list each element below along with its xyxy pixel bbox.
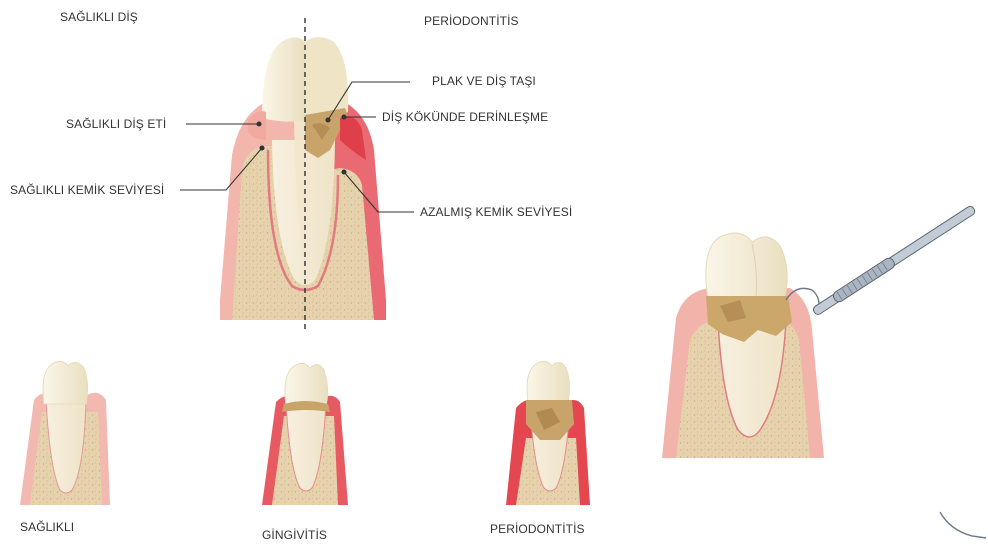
header-healthy-tooth: SAĞLIKLI DİŞ (60, 10, 138, 24)
callout-healthy-bone: SAĞLIKLI KEMİK SEVİYESİ (10, 183, 164, 197)
header-periodontitis: PERİODONTİTİS (424, 14, 519, 28)
stage-label-periodontitis: PERİODONTİTİS (490, 522, 585, 536)
callout-plaque: PLAK VE DİŞ TAŞI (432, 74, 536, 88)
callout-healthy-gum: SAĞLIKLI DİŞ ETİ (66, 117, 166, 131)
tooth-healthy (20, 361, 110, 505)
probe-illustration (662, 204, 986, 538)
main-cross-section (220, 18, 386, 330)
stage-label-gingivitis: GİNGİVİTİS (262, 528, 327, 542)
tooth-periodontitis (506, 361, 590, 505)
callout-reduced-bone: AZALMIŞ KEMİK SEVİYESİ (420, 205, 572, 219)
tooth-gingivitis (262, 363, 348, 505)
stage-label-healthy: SAĞLIKLI (20, 520, 74, 534)
callout-deep-pocket: DİŞ KÖKÜNDE DERİNLEŞME (382, 110, 548, 124)
